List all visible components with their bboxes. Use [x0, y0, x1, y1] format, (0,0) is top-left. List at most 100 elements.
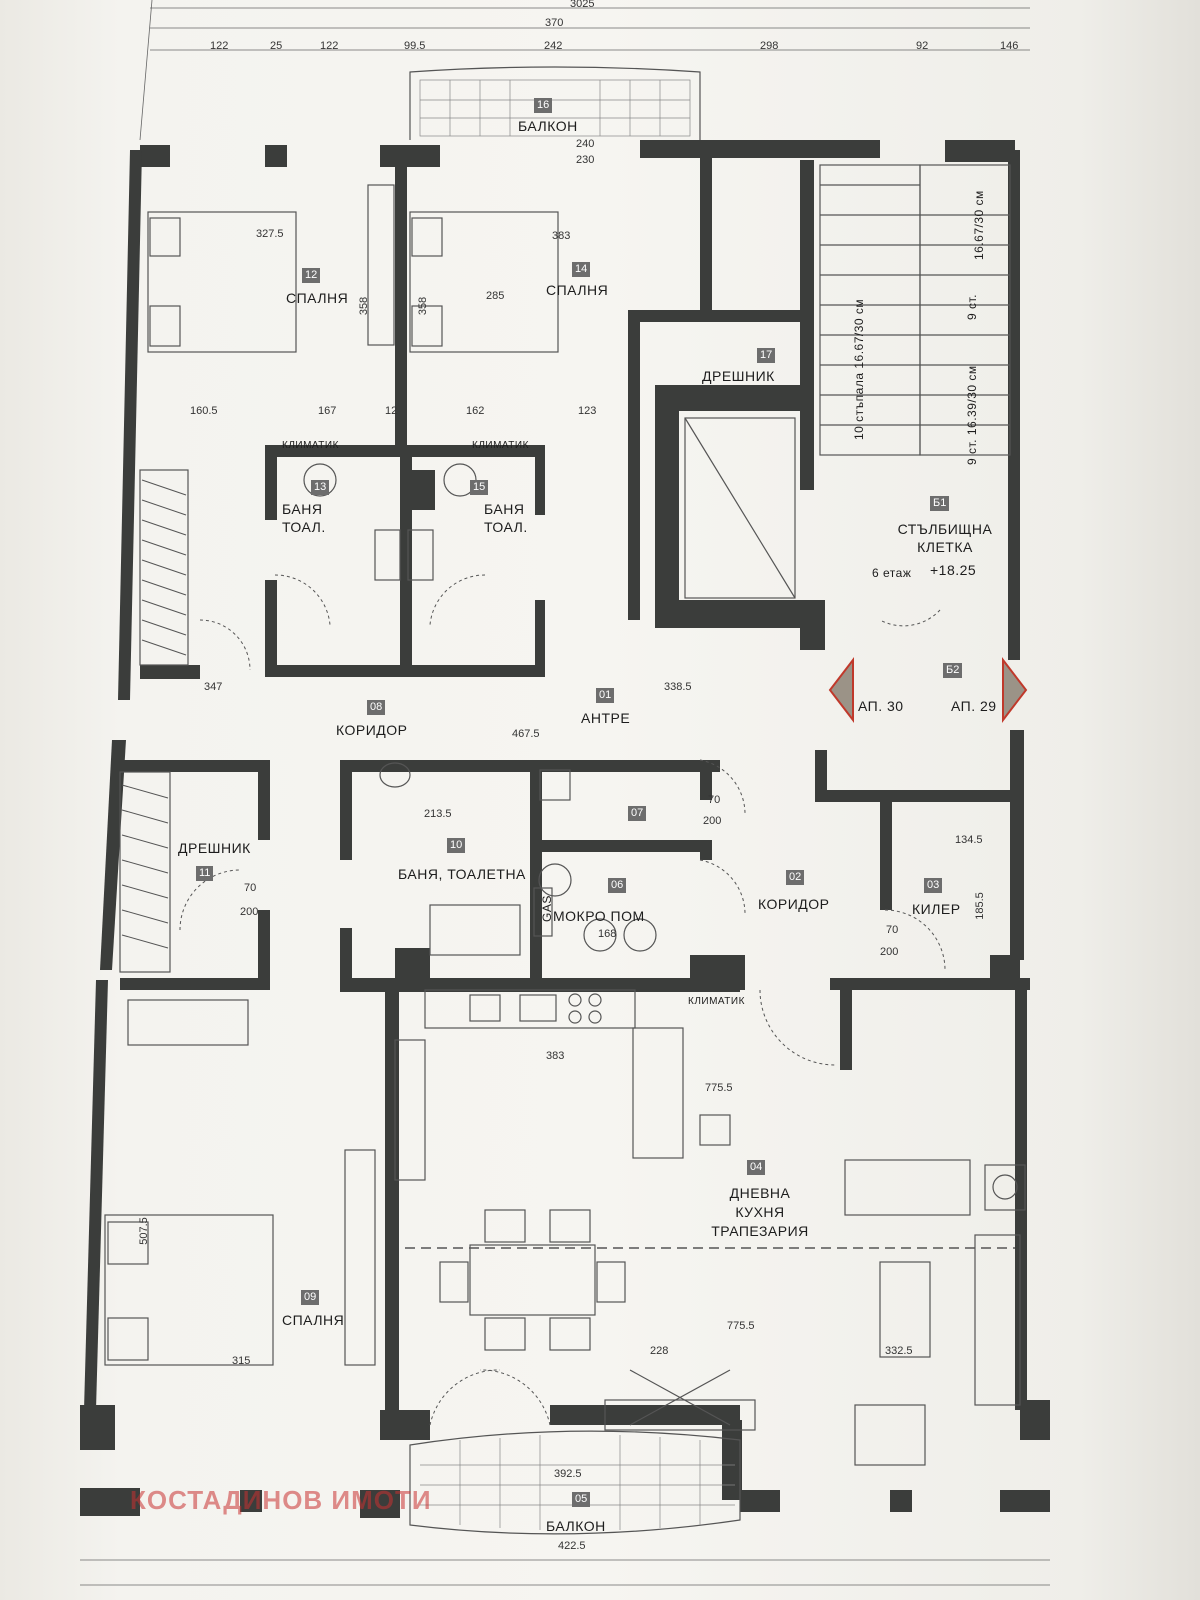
balcony-16-tiles — [419, 79, 691, 137]
room-12-number: 12 — [302, 268, 321, 283]
room-03-name: КИЛЕР — [912, 901, 961, 917]
room-b1-number: Б1 — [930, 496, 950, 511]
dim-r14-a: 383 — [552, 230, 571, 242]
room-02-number: 02 — [786, 870, 805, 885]
dim-liv-d: 228 — [650, 1345, 669, 1357]
room-16-number: 16 — [534, 98, 553, 113]
interior-walls — [120, 145, 1030, 1420]
room-17-name: ДРЕШНИК — [702, 368, 775, 384]
balcony-05-outline — [409, 1430, 741, 1535]
gas-label: GAS — [540, 895, 554, 922]
balcony-05-tiles — [420, 1435, 735, 1530]
dim-kiler-w: 134.5 — [955, 834, 983, 846]
dim-corr08b: 467.5 — [512, 728, 540, 740]
bed-room-09 — [104, 1149, 376, 1366]
dim-r12-w: 327.5 — [256, 228, 284, 240]
level-label: +18.25 — [930, 562, 977, 578]
dim-top-6: 298 — [760, 40, 779, 52]
room-08-name: КОРИДОР — [336, 722, 408, 738]
room-07-number: 07 — [628, 806, 647, 821]
dim-door-07: 70 — [708, 794, 721, 806]
dim-door-03: 70 — [886, 924, 899, 936]
dim-top-total: 3025 — [570, 0, 595, 10]
kitchen-counter — [394, 989, 731, 1181]
room-04-name: ДНЕВНА КУХНЯ ТРАПЕЗАРИЯ — [711, 1185, 809, 1239]
stairs-right-count: 9 ст. — [965, 293, 979, 320]
dim-r09-w: 315 — [232, 1355, 251, 1367]
dim-corr-b: 167 — [318, 405, 337, 417]
dim-r12-h: 358 — [358, 296, 371, 316]
room-05-name: БАЛКОН — [546, 1518, 606, 1534]
room-04-number: 04 — [747, 1160, 766, 1175]
room-01-name: АНТРЕ — [581, 710, 631, 726]
dim-balcony-top: 240 — [576, 138, 595, 150]
room-13-number: 13 — [311, 480, 330, 495]
dim-r09-h: 507.5 — [137, 1217, 150, 1245]
lift-shaft — [684, 417, 796, 599]
room-02-name: КОРИДОР — [758, 896, 830, 912]
chimney-label-13: КЛИМАТИК — [282, 440, 339, 451]
room-01-number: 01 — [596, 688, 615, 703]
dim-liv-e: 332.5 — [885, 1345, 913, 1357]
dim-corr-c: 12 — [385, 405, 398, 417]
living-sofas — [127, 999, 1026, 1466]
bed-room-12 — [147, 184, 395, 353]
arrow-right-icon — [1002, 657, 1028, 723]
room-b2-number: Б2 — [943, 663, 963, 678]
room-b1-name: СТЪЛБИЩНА КЛЕТКА — [897, 521, 993, 555]
room-16-name: БАЛКОН — [518, 118, 578, 134]
dim-corr-d: 162 — [466, 405, 485, 417]
wardrobe-hatch — [119, 469, 189, 973]
dim-top-4: 99.5 — [404, 40, 426, 52]
outer-walls — [80, 140, 1050, 1518]
dim-bath10: 213.5 — [424, 808, 452, 820]
dim-r14-w: 285 — [486, 290, 505, 302]
dim-top-3: 122 — [320, 40, 339, 52]
room-11-name: ДРЕШНИК — [178, 840, 251, 856]
room-11-number: 11 — [196, 866, 214, 881]
chimney-label-kitchen: КЛИМАТИК — [688, 996, 745, 1007]
floor-label: 6 етаж — [872, 566, 912, 580]
dim-door-11-h: 200 — [240, 906, 259, 918]
room-17-number: 17 — [757, 348, 776, 363]
dim-top-7: 92 — [916, 40, 929, 52]
room-06-number: 06 — [608, 878, 627, 893]
room-12-name: СПАЛНЯ — [286, 290, 349, 306]
room-06-name: МОКРО ПОМ — [553, 908, 645, 924]
dim-kiler-h: 185.5 — [973, 892, 986, 920]
dim-top-a: 370 — [545, 17, 564, 29]
ap-30-label: АП. 30 — [858, 698, 904, 714]
dim-liv-b: 775.5 — [727, 1320, 755, 1332]
dim-corr08: 347 — [204, 681, 223, 693]
dim-bal05-w: 392.5 — [554, 1468, 582, 1480]
dim-balcony-top2: 230 — [576, 154, 595, 166]
ap-29-label: АП. 29 — [951, 698, 997, 714]
arrow-left-icon — [828, 657, 854, 723]
dim-bal05-b: 422.5 — [558, 1540, 586, 1552]
stairs-right-note: 16.67/30 см — [972, 190, 986, 260]
balcony-16-outline — [409, 66, 701, 140]
bed-room-14 — [409, 211, 559, 353]
room-15-name: БАНЯ ТОАЛ. — [484, 501, 528, 535]
dim-top-2: 25 — [270, 40, 283, 52]
dim-top-5: 242 — [544, 40, 563, 52]
room-10-number: 10 — [447, 838, 466, 853]
stairs-lower-note: 9 ст. 16.39/30 см — [965, 365, 979, 465]
staircase — [819, 164, 1011, 456]
room-08-number: 08 — [367, 700, 386, 715]
dim-antre: 338.5 — [664, 681, 692, 693]
dim-liv-c: 383 — [546, 1050, 565, 1062]
room-05-number: 05 — [572, 1492, 591, 1507]
dim-top-8: 146 — [1000, 40, 1019, 52]
room-09-number: 09 — [301, 1290, 320, 1305]
dim-top-1: 122 — [210, 40, 229, 52]
dim-door-03-h: 200 — [880, 946, 899, 958]
dim-wet06: 168 — [598, 928, 617, 940]
watermark: КОСТАДИНОВ ИМОТИ — [130, 1485, 432, 1515]
room-03-number: 03 — [924, 878, 943, 893]
room-15-number: 15 — [470, 480, 489, 495]
dim-r14-h: 358 — [417, 296, 430, 316]
dining-table — [439, 1209, 626, 1351]
bathroom-fixtures — [303, 463, 657, 956]
